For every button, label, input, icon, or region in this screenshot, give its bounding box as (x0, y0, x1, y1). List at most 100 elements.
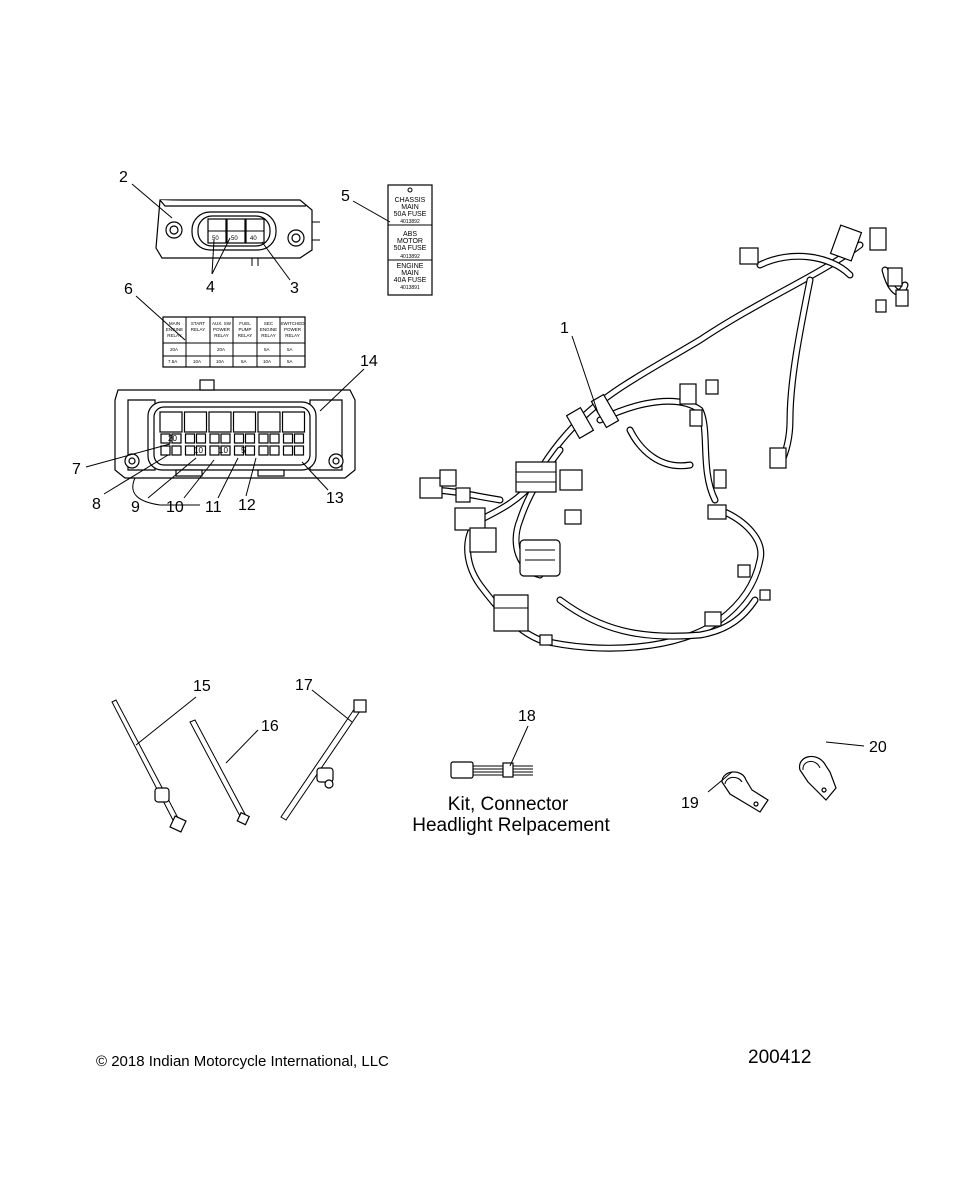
fuse-label-engine-line-1: ENGINE (397, 263, 424, 270)
relay-box-value-4: 5 (241, 446, 246, 455)
relay-slot (232, 411, 257, 433)
callout-4: 4 (206, 279, 215, 296)
fuse-slot (195, 445, 207, 456)
relay-header-4-line-3: RELAY (238, 333, 252, 338)
relay-row3-value-1: 7.5A (168, 359, 177, 364)
fuse-slot (171, 445, 182, 456)
relay-slot (159, 411, 183, 433)
fuse-slot (282, 445, 294, 456)
relay-row3-value-6: 5A (287, 359, 293, 364)
fuse-label-engine-line-3: 40A FUSE (394, 277, 427, 284)
fuse-label-abs-line-1: ABS (403, 231, 417, 238)
fuse-slot (220, 445, 231, 456)
callout-5: 5 (341, 188, 350, 205)
fuse-label-chassis-line-2: MAIN (401, 204, 419, 211)
callout-11: 11 (205, 499, 222, 516)
relay-slot (257, 411, 281, 433)
relay-header-5-line-3: RELAY (261, 333, 275, 338)
relay-row3-value-2: 10A (193, 359, 201, 364)
fuse-label: CHASSIS MAIN 50A FUSE 4013892 ABS MOTOR … (387, 184, 433, 296)
kit-caption-line-2: Headlight Relpacement (412, 815, 610, 836)
relay-header-1-line-1: MAIN (169, 321, 180, 326)
fuse-slot (244, 433, 256, 444)
fuse-box-value-1: 50 (212, 236, 219, 242)
relay-header-6-line-2: POWER (284, 327, 302, 332)
callout-7: 7 (72, 461, 81, 478)
callout-14: 14 (360, 353, 378, 370)
callout-15: 15 (193, 678, 211, 695)
fuse-slot (258, 433, 269, 444)
clamp-19 (721, 771, 769, 813)
relay-header-3-line-3: RELAY (214, 333, 228, 338)
relay-box: 20 10 10 5 (114, 379, 356, 506)
fuse-box-value-3: 40 (250, 236, 257, 242)
callout-10: 10 (166, 499, 184, 516)
fuse-slot (209, 433, 220, 444)
relay-slot (183, 411, 208, 433)
fuse-slot (160, 433, 171, 444)
fuse-slot (195, 433, 207, 444)
headlight-connector-kit (450, 761, 533, 779)
fuse-slot (209, 445, 220, 456)
fuse-label-chassis-line-3: 50A FUSE (394, 211, 427, 218)
callout-20: 20 (869, 739, 887, 756)
fuse-slot (258, 445, 269, 456)
callout-9: 9 (131, 499, 140, 516)
fuse-slot (269, 445, 280, 456)
relay-row3-value-4: 5A (241, 359, 247, 364)
callout-8: 8 (92, 496, 101, 513)
fuse-label-engine-part: 4013891 (400, 285, 420, 291)
fuse-slot (233, 433, 245, 444)
clamp-20 (799, 755, 837, 801)
callout-16: 16 (261, 718, 279, 735)
main-wiring-harness (419, 224, 909, 652)
fuse-slot (233, 445, 245, 456)
callout-2: 2 (119, 169, 128, 186)
copyright: © 2018 Indian Motorcycle International, … (96, 1053, 389, 1070)
fuse-label-engine-line-2: MAIN (401, 270, 419, 277)
relay-header-3-line-1: AUX. SW (212, 321, 232, 326)
fuse-slot (160, 445, 171, 456)
relay-row3-value-5: 10A (263, 359, 271, 364)
callout-13: 13 (326, 490, 344, 507)
kit-caption-line-1: Kit, Connector (448, 794, 569, 815)
fuse-label-abs-line-2: MOTOR (397, 238, 423, 245)
relay-row2-value-3: 5A (264, 347, 270, 352)
callout-1: 1 (560, 320, 569, 337)
fuse-box: 50 50 40 (155, 199, 320, 266)
cable-tie-17 (280, 699, 367, 821)
fuse-slot (220, 433, 231, 444)
relay-row3-value-3: 10A (216, 359, 224, 364)
fuse-slot (269, 433, 280, 444)
fuse-slot (184, 433, 196, 444)
callout-6: 6 (124, 281, 133, 298)
relay-header-4-line-2: PUMP (238, 327, 251, 332)
figure-ref: 200412 (748, 1047, 811, 1068)
callout-19: 19 (681, 795, 699, 812)
fuse-slot (171, 433, 182, 444)
callout-numbers: 1 2 3 4 5 6 7 8 9 10 11 12 13 14 15 16 1… (72, 169, 887, 812)
fuse-slot (244, 445, 256, 456)
relay-box-value-3: 10 (219, 446, 228, 455)
fuse-slot (293, 433, 305, 444)
fuse-slot (184, 445, 196, 456)
relay-header-3-line-2: POWER (213, 327, 231, 332)
fuse-slot (293, 445, 305, 456)
relay-box-value-1: 20 (168, 434, 177, 443)
relay-header-2-line-2: RELAY (191, 327, 205, 332)
callout-12: 12 (238, 497, 256, 514)
fuse-label-abs-part: 4013892 (400, 254, 420, 260)
relay-row2-value-2: 20A (217, 347, 225, 352)
relay-header-5-line-1: SEC (264, 321, 274, 326)
fuse-label-abs-line-3: 50A FUSE (394, 245, 427, 252)
fuse-label-chassis-line-1: CHASSIS (395, 197, 426, 204)
relay-header-1-line-2: ENGINE (166, 327, 183, 332)
relay-row2-value-1: 20A (170, 347, 178, 352)
relay-slot (281, 411, 306, 433)
relay-header-6-line-3: RELAY (285, 333, 299, 338)
fuse-slot (282, 433, 294, 444)
callout-3: 3 (290, 280, 299, 297)
relay-box-value-2: 10 (194, 446, 203, 455)
